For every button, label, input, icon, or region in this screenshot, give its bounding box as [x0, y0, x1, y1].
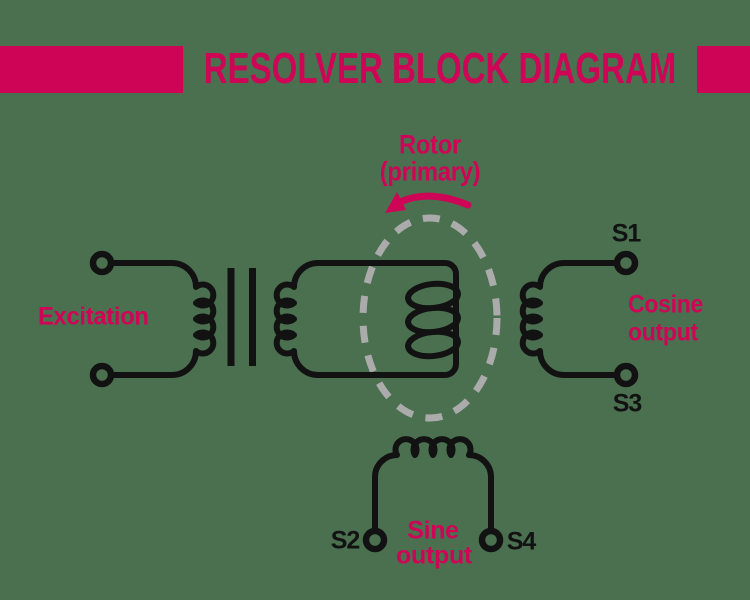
rotation-arrow-arc	[396, 192, 472, 209]
rotation-arrow-icon	[385, 192, 472, 213]
excitation-label: Excitation	[38, 302, 149, 331]
rotation-arrow-head	[385, 192, 406, 213]
excitation-terminal-top-circle	[89, 250, 115, 276]
cosine-output-coil	[519, 260, 617, 378]
excitation-coil	[111, 260, 217, 378]
rotor-coil-loop-3	[405, 328, 461, 360]
terminal-s4-circle	[478, 527, 504, 553]
stator-input-coil	[273, 260, 459, 378]
rotor-label-line1: Rotor	[398, 129, 462, 160]
cosine-label-line2: output	[628, 318, 698, 347]
terminal-s3-label: S3	[612, 389, 643, 418]
terminal-s2-label: S2	[330, 526, 361, 555]
terminal-s1-label: S1	[611, 219, 642, 248]
terminal-s4-label: S4	[506, 527, 537, 556]
sine-label-line2: output	[396, 541, 472, 570]
excitation-terminal-bottom-circle	[89, 362, 115, 388]
rotor-boundary-dashed-ellipse	[359, 214, 501, 422]
page-title: RESOLVER BLOCK DIAGRAM	[203, 44, 677, 93]
cosine-label-line1: Cosine	[628, 290, 704, 319]
sine-output-coil	[372, 436, 494, 531]
rotor-coil	[405, 280, 461, 360]
rotor-label-line2: (primary)	[379, 156, 481, 187]
terminal-s3-circle	[613, 362, 639, 388]
title-bar-left-block	[0, 46, 183, 93]
title-bar-right-block	[697, 46, 750, 93]
transformer-core-bars	[227, 268, 256, 366]
sine-label-line1: Sine	[407, 516, 459, 545]
terminal-s2-circle	[362, 527, 388, 553]
terminal-s1-circle	[613, 250, 639, 276]
